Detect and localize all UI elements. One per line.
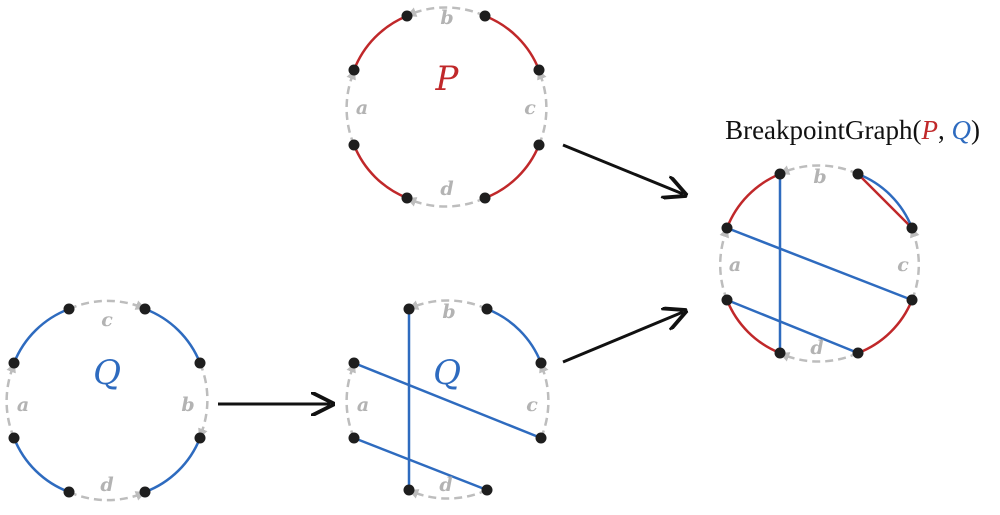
q2-gene-arrow-a <box>345 362 356 439</box>
bp-red-edge <box>857 173 913 229</box>
q2-node <box>535 432 547 444</box>
q-node <box>139 303 151 315</box>
bp-gene-label-d: d <box>810 337 823 359</box>
q-node <box>8 357 20 369</box>
p-red-edge <box>352 144 408 200</box>
bp-gene-arrow-b <box>779 164 859 176</box>
p-node <box>348 64 360 76</box>
bp-blue-chord <box>726 298 859 355</box>
bp-gene-label-c: c <box>897 254 909 276</box>
q2-blue-chord <box>353 436 488 492</box>
q-blue-edge <box>12 307 70 364</box>
q2-gene-arrow-b <box>408 299 488 311</box>
bp-blue-edge <box>857 172 914 229</box>
q-gene-arrow-a <box>5 362 16 439</box>
p-gene-arrow-b <box>406 6 486 18</box>
q-node <box>139 486 151 498</box>
genome-q-circle: c a b d Q <box>5 299 209 502</box>
q-gene-label-c: c <box>101 309 113 331</box>
genome-q-rearranged-circle: b a c d Q <box>345 299 550 500</box>
q2-gene-arrow-d <box>408 488 488 500</box>
q-gene-label-d: d <box>100 474 113 496</box>
bp-gene-label-b: b <box>813 166 826 188</box>
q-gene-arrow-b <box>198 362 209 439</box>
q-node <box>8 432 20 444</box>
q2-gene-label-c: c <box>526 394 538 416</box>
q-genome-label: Q <box>93 353 121 393</box>
q-blue-edge <box>12 437 70 494</box>
p-gene-label-a: a <box>356 97 368 119</box>
bp-node <box>774 347 786 359</box>
q2-node <box>348 357 360 369</box>
q-node <box>194 432 206 444</box>
q2-node <box>403 484 415 496</box>
q-node <box>63 486 75 498</box>
p-gene-arrow-c <box>537 69 548 146</box>
p-gene-arrow-d <box>406 196 486 208</box>
p-node <box>401 192 413 204</box>
p-red-edge <box>484 144 541 200</box>
q-node <box>63 303 75 315</box>
arrow-q-to-breakpoint <box>562 312 683 364</box>
bp-node <box>852 347 864 359</box>
q2-gene-arrow-c <box>539 362 550 439</box>
q2-blue-edge <box>486 307 543 364</box>
breakpoint-graph-circle: b a c d <box>718 164 921 363</box>
p-gene-label-d: d <box>440 178 453 200</box>
q2-gene-label-d: d <box>439 474 452 496</box>
bp-node <box>721 294 733 306</box>
q2-genome-label: Q <box>433 353 461 393</box>
q-gene-label-b: b <box>181 394 194 416</box>
p-gene-label-b: b <box>440 7 453 29</box>
bp-node <box>721 222 733 234</box>
p-gene-arrow-a <box>345 69 356 146</box>
bp-red-edge <box>725 172 781 229</box>
q2-node <box>481 303 493 315</box>
bp-gene-arrow-c <box>910 227 921 301</box>
q-gene-label-a: a <box>17 394 29 416</box>
p-gene-label-c: c <box>524 97 536 119</box>
q2-node <box>535 357 547 369</box>
p-red-edge <box>352 14 408 71</box>
q2-gene-label-b: b <box>442 301 455 323</box>
bp-node <box>852 168 864 180</box>
q-gene-arrow-c <box>68 299 146 311</box>
p-genome-label: P <box>435 59 460 99</box>
bp-node <box>774 168 786 180</box>
q-gene-arrow-d <box>68 490 146 502</box>
p-node <box>479 10 491 22</box>
bp-red-edge <box>857 299 914 355</box>
bp-blue-chord <box>726 226 913 302</box>
genome-p-circle: b a c d P <box>345 6 548 208</box>
bp-gene-label-a: a <box>729 254 741 276</box>
q2-node <box>403 303 415 315</box>
bp-node <box>906 294 918 306</box>
p-node <box>533 64 545 76</box>
breakpoint-graph-title: BreakpointGraph(P, Q) <box>725 115 980 145</box>
q-blue-edge <box>144 307 202 364</box>
p-node <box>401 10 413 22</box>
bp-gene-arrow-d <box>779 351 859 363</box>
q-node <box>194 357 206 369</box>
q2-node <box>481 484 493 496</box>
q-blue-edge <box>144 437 202 494</box>
q2-node <box>348 432 360 444</box>
q2-blue-chord <box>353 361 542 440</box>
bp-node <box>906 222 918 234</box>
p-node <box>533 139 545 151</box>
bp-gene-arrow-a <box>718 227 729 301</box>
bp-red-edge <box>725 299 781 355</box>
p-node <box>348 139 360 151</box>
arrow-p-to-breakpoint <box>562 143 683 194</box>
q2-gene-label-a: a <box>357 394 369 416</box>
p-node <box>479 192 491 204</box>
p-red-edge <box>484 14 541 71</box>
